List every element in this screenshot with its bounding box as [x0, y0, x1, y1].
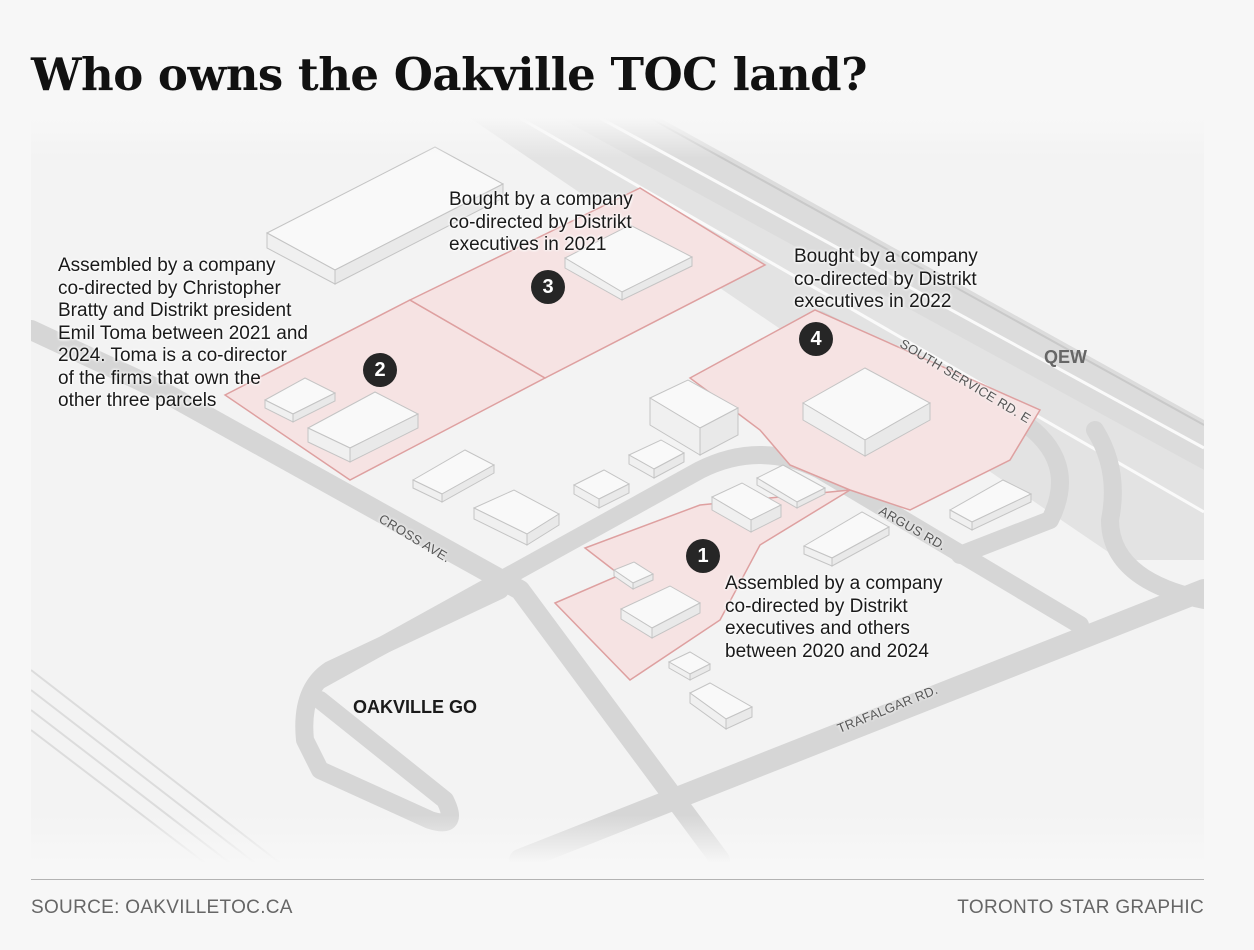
oakville-go-label: OAKVILLE GO [353, 697, 478, 717]
building-parcel-1c [612, 561, 655, 590]
building-parcel-3 [563, 224, 694, 301]
parcel-4-callout: Bought by a company co-directed by Distr… [794, 246, 978, 312]
building-parcel-1b [755, 464, 827, 509]
parcel-2-callout: Assembled by a company co-directed by Ch… [58, 255, 308, 411]
footer-divider [31, 879, 1204, 880]
building-parcel-4a [648, 379, 740, 456]
building-parcel-1a [710, 482, 783, 533]
go-loop-road [295, 581, 509, 832]
building-mid-1 [411, 449, 496, 503]
parcel-1-badge: 1 [686, 539, 720, 573]
building-mid-2 [472, 489, 560, 546]
building-lower-2 [689, 682, 754, 730]
parcel-3 [408, 187, 767, 379]
building-top-left [265, 146, 505, 285]
parcel-1 [553, 489, 851, 681]
qew-label: QEW [1044, 347, 1087, 367]
cross-ave-road [31, 320, 730, 863]
buildings [263, 146, 1033, 730]
parcel-3-callout: Bought by a company co-directed by Distr… [449, 189, 633, 255]
building-east [948, 479, 1033, 531]
building-parcel-2b [306, 391, 420, 463]
parcel-3-badge: 3 [531, 270, 565, 304]
parcel-1-callout: Assembled by a company co-directed by Di… [725, 573, 943, 662]
parcel-4-badge: 4 [799, 322, 833, 356]
page-title: Who owns the Oakville TOC land? [31, 48, 867, 101]
ramp-road [1086, 421, 1204, 609]
building-parcel-1d [619, 585, 702, 639]
site-map [31, 118, 1204, 863]
building-argus [802, 511, 891, 567]
graphic-credit: TORONTO STAR GRAPHIC [957, 897, 1204, 918]
parcels [223, 187, 1042, 681]
building-mid-4 [627, 439, 686, 479]
building-mid-3 [572, 469, 631, 509]
building-parcel-2a [263, 377, 337, 423]
parcel-2-badge: 2 [363, 353, 397, 387]
source-credit: SOURCE: OAKVILLETOC.CA [31, 897, 293, 918]
building-lower-1 [667, 651, 712, 681]
building-parcel-4b [802, 367, 932, 457]
